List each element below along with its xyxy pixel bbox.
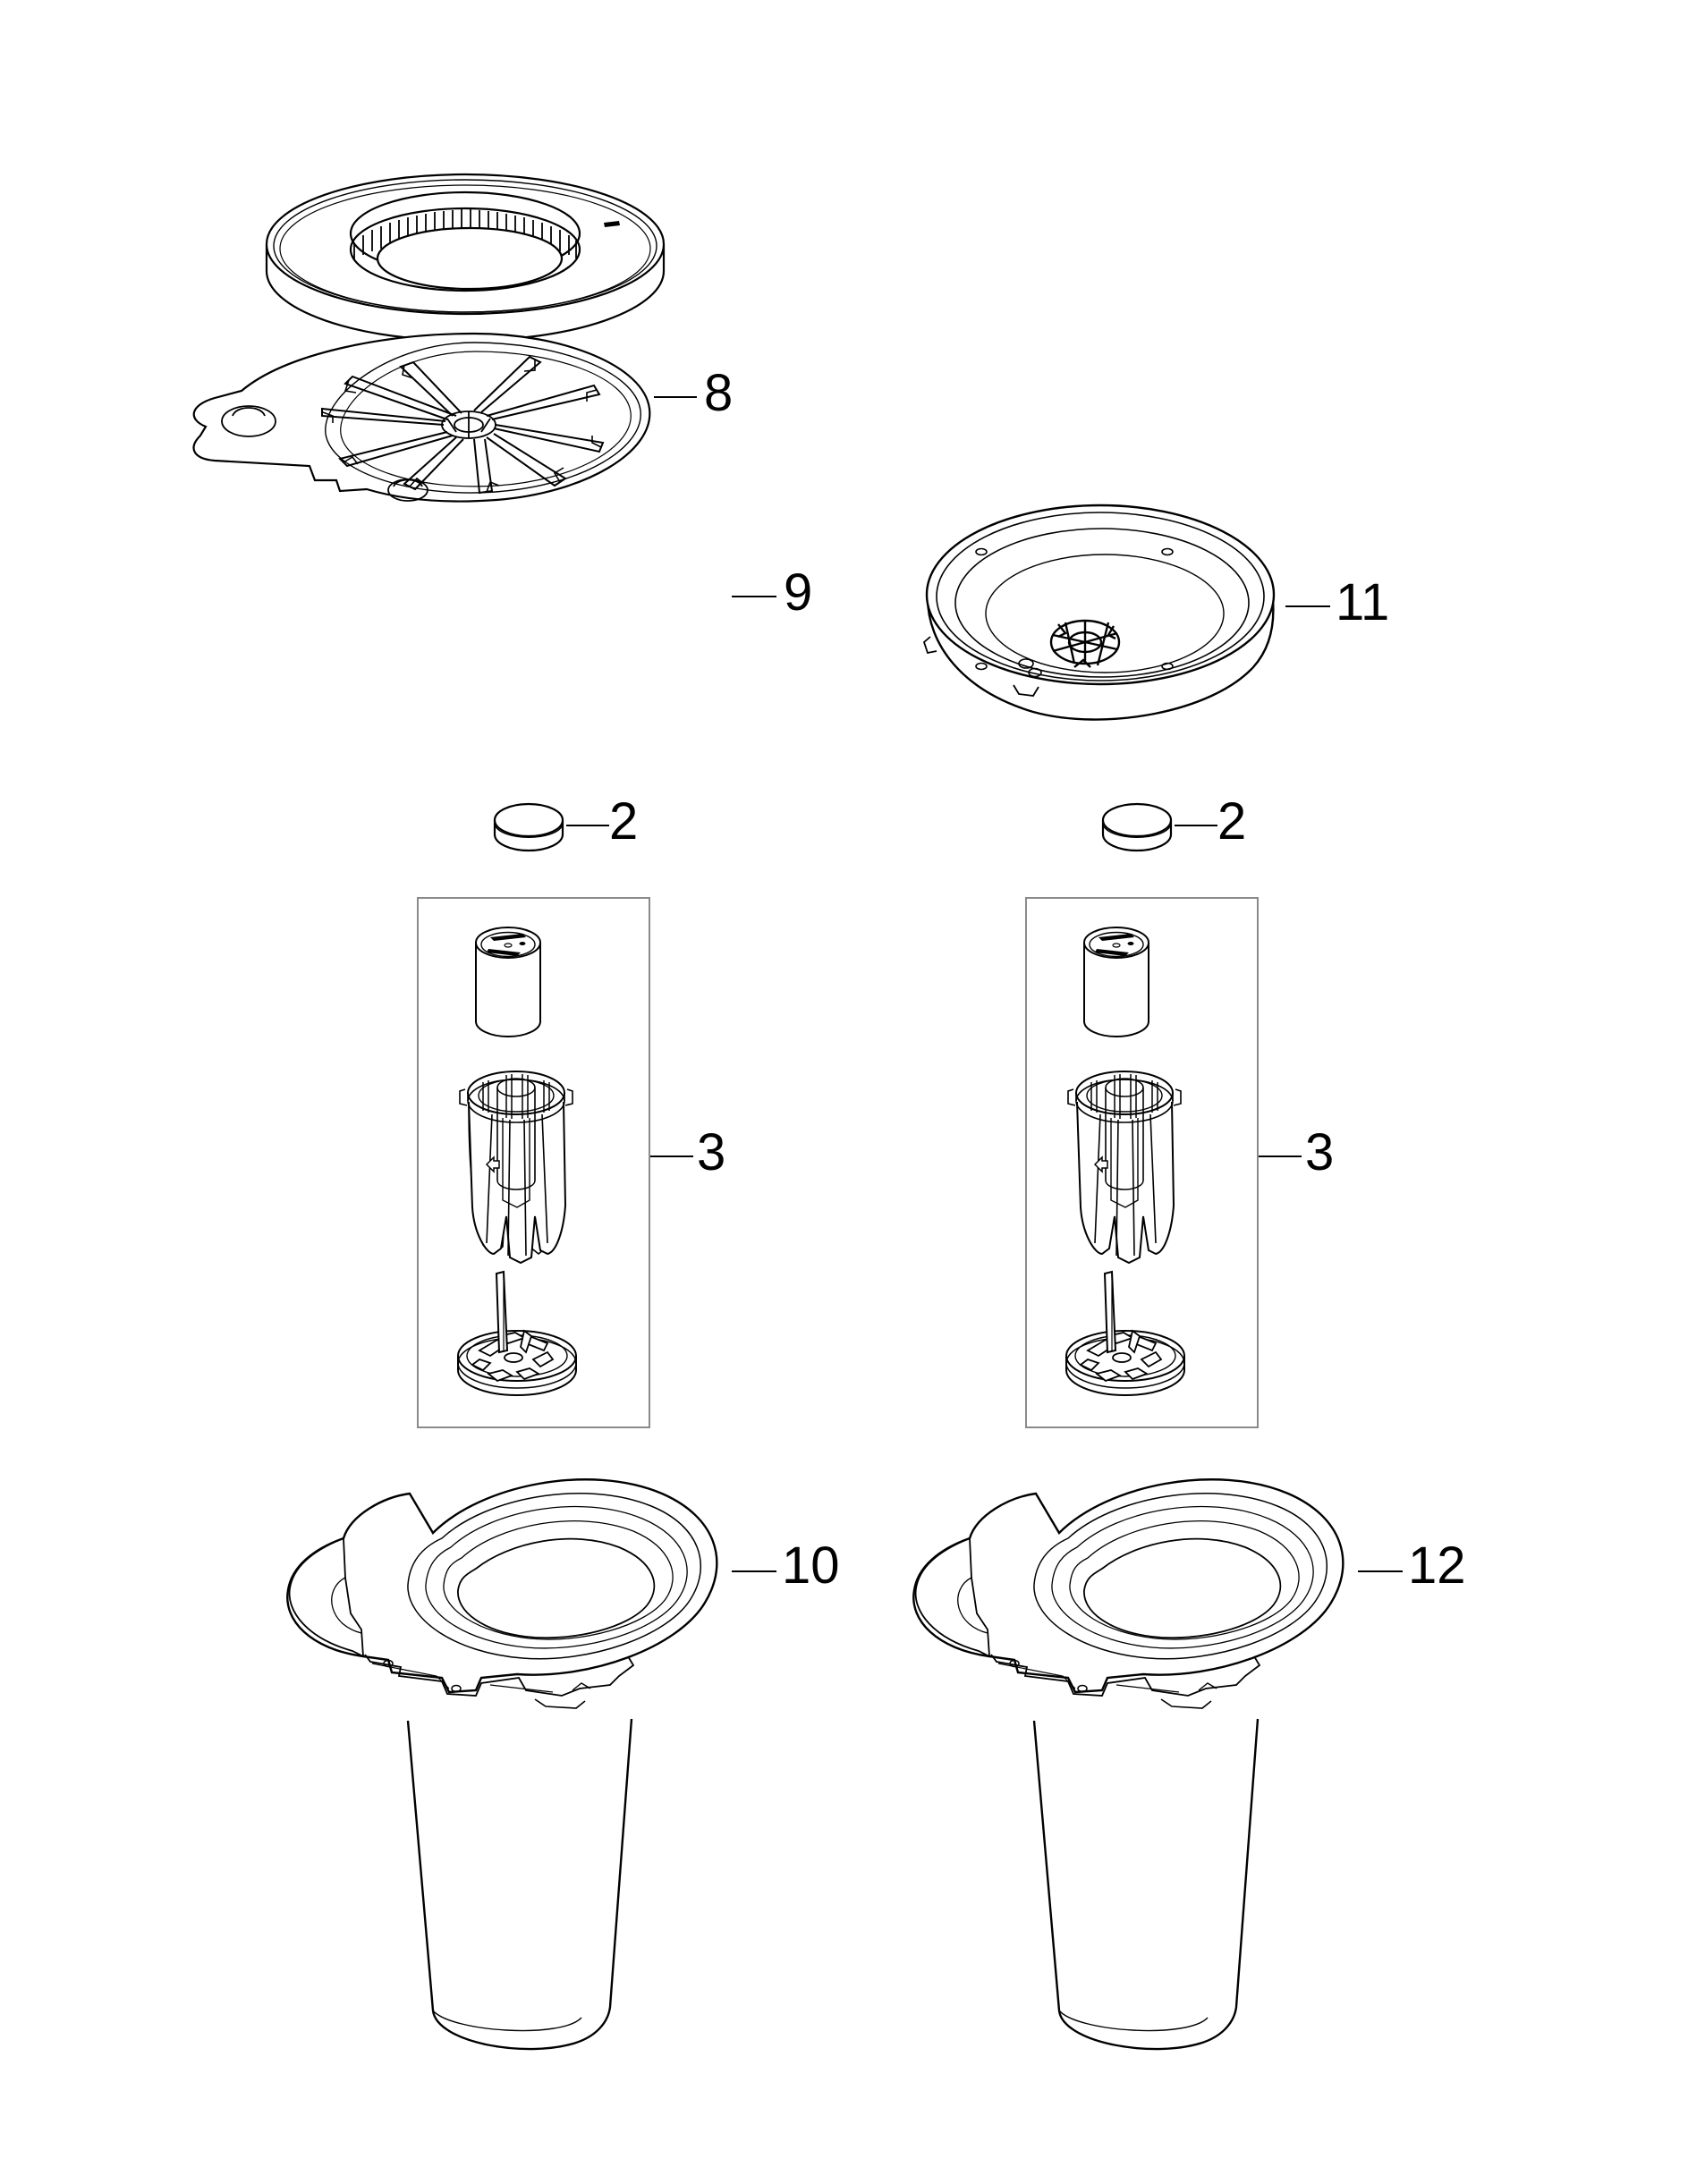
callout-label-12: 12 [1408,1536,1466,1595]
part-cap-disc-left [493,802,564,854]
subassembly-box-right [1025,897,1259,1428]
leader-line-11 [1285,605,1330,607]
leader-line-12 [1358,1570,1403,1572]
leader-line-3-right [1259,1155,1302,1157]
leader-line-2-left [566,825,609,826]
leader-line-3-left [650,1155,693,1157]
part-knurled-locking-ring [259,173,671,343]
part-blade-assembly-right [1056,912,1234,1413]
part-work-bowl-left [258,1438,741,2082]
part-blade-assembly-left [447,912,626,1413]
leader-line-8 [654,396,697,398]
callout-label-11: 11 [1336,573,1390,631]
leader-line-9 [732,596,776,597]
part-work-bowl-right [884,1438,1367,2082]
part-slicing-shredding-disc [179,326,680,523]
leader-line-10 [732,1570,776,1572]
callout-label-3-left: 3 [697,1123,726,1181]
callout-label-2-left: 2 [609,792,639,851]
part-bowl-lid-cover [908,501,1293,724]
callout-label-2-right: 2 [1217,792,1247,851]
part-cap-disc-right [1101,802,1173,854]
callout-label-9: 9 [784,563,813,622]
callout-label-10: 10 [782,1536,840,1595]
leader-line-2-right [1175,825,1217,826]
subassembly-box-left [417,897,650,1428]
callout-label-8: 8 [704,364,734,422]
callout-label-3-right: 3 [1305,1123,1335,1181]
